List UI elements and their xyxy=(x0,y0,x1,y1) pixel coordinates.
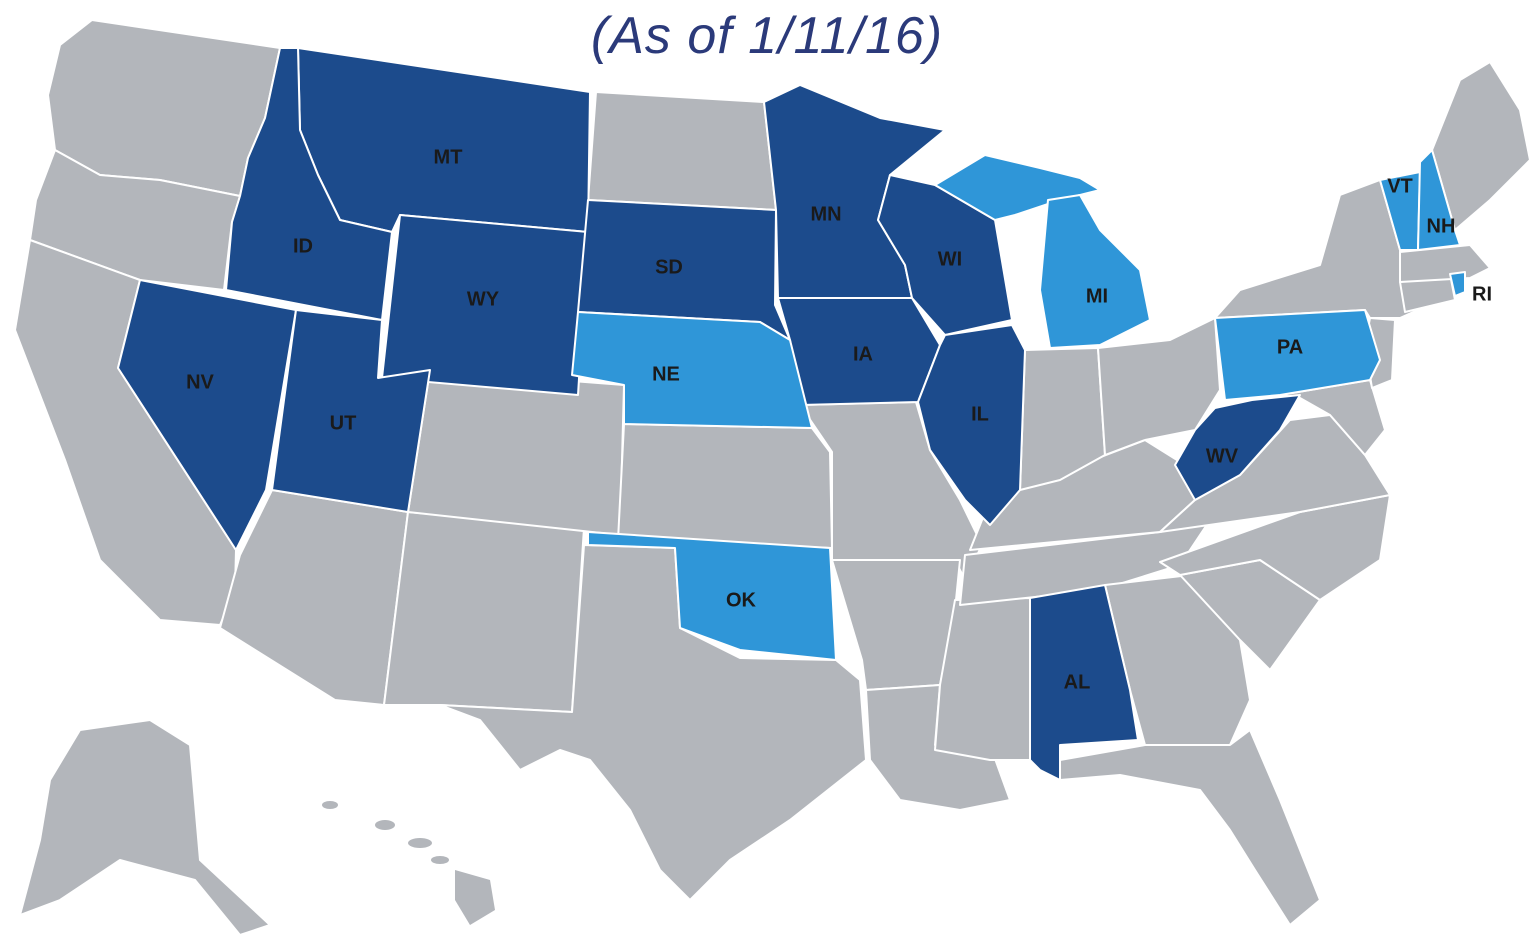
dark-blue-states xyxy=(117,47,1301,781)
state-mi-upper xyxy=(934,154,1101,221)
state-mi-lower xyxy=(1039,194,1151,349)
state-ut xyxy=(271,309,431,513)
state-co xyxy=(407,369,625,536)
label-ne: NE xyxy=(652,363,680,385)
state-nh xyxy=(1417,149,1461,251)
state-oh xyxy=(1097,317,1221,456)
state-me xyxy=(1431,61,1531,231)
label-sd: SD xyxy=(655,256,683,278)
state-wv xyxy=(1174,394,1301,501)
state-ne xyxy=(571,311,813,429)
label-wv: WV xyxy=(1206,445,1239,467)
map-title: (As of 1/11/16) xyxy=(0,0,1534,74)
state-mt xyxy=(297,47,591,233)
label-wi: WI xyxy=(938,248,962,270)
state-fl xyxy=(1059,729,1321,926)
light-blue-states xyxy=(571,149,1466,661)
label-nh: NH xyxy=(1427,215,1456,237)
state-ks xyxy=(617,423,833,549)
state-tx xyxy=(439,544,867,901)
state-il xyxy=(917,324,1026,526)
label-mt: MT xyxy=(434,146,463,168)
label-al: AL xyxy=(1064,671,1091,693)
label-ri: RI xyxy=(1472,283,1492,305)
state-ok xyxy=(587,531,837,661)
state-nd xyxy=(587,91,777,211)
state-ar xyxy=(831,559,961,691)
label-ok: OK xyxy=(726,589,757,611)
label-nv: NV xyxy=(186,371,214,393)
state-labels: MT ID WY NV UT SD NE MN IA WI IL MI OK A… xyxy=(186,146,1492,693)
label-mn: MN xyxy=(810,203,841,225)
label-ut: UT xyxy=(330,412,357,434)
state-pa xyxy=(1214,309,1381,401)
label-id: ID xyxy=(293,235,313,257)
state-ri xyxy=(1449,271,1466,297)
state-ak xyxy=(19,719,271,936)
state-wy xyxy=(381,214,589,396)
map-subtitle: (As of 1/11/16) xyxy=(590,7,944,65)
state-al xyxy=(1029,584,1139,781)
label-ia: IA xyxy=(853,343,873,365)
label-vt: VT xyxy=(1387,175,1413,197)
state-nv xyxy=(117,279,297,551)
state-hi xyxy=(322,801,495,925)
label-pa: PA xyxy=(1277,336,1303,358)
label-mi: MI xyxy=(1086,285,1108,307)
label-wy: WY xyxy=(467,288,500,310)
label-il: IL xyxy=(971,403,989,425)
state-nm xyxy=(383,511,585,713)
